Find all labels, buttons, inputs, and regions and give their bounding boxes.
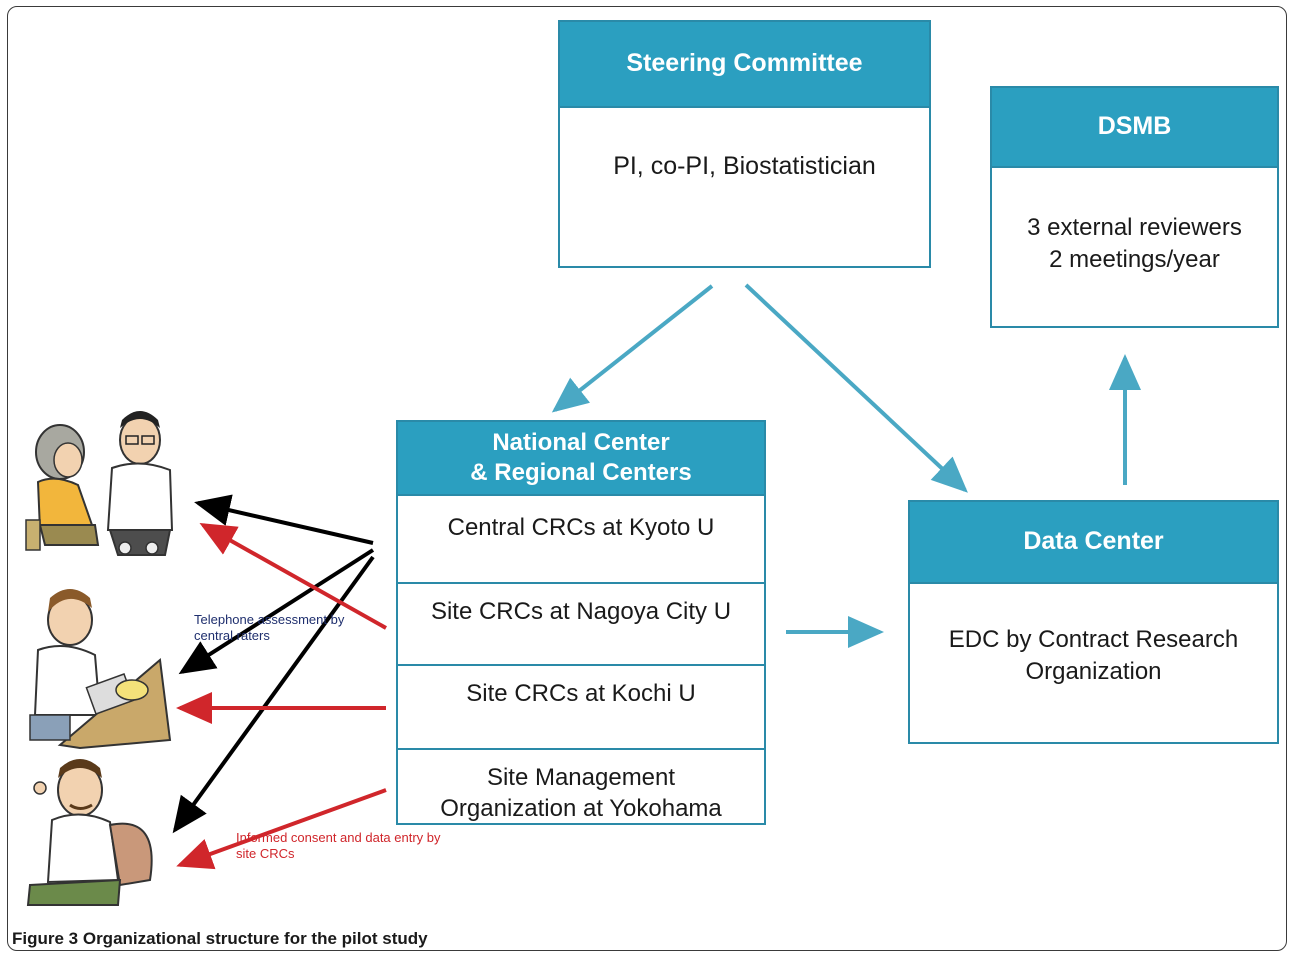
dsmb-box: DSMB 3 external reviewers 2 meetings/yea… <box>990 86 1279 328</box>
red-arrow-1 <box>199 523 387 630</box>
center-row-kyoto: Central CRCs at Kyoto U <box>447 514 715 541</box>
center-row-yokohama: Site Management Organization at Yokohama <box>398 748 764 825</box>
telephone-note-line1: Telephone assessment by <box>194 612 345 627</box>
dsmb-details: 3 external reviewers 2 meetings/year <box>992 168 1277 276</box>
center-row-yokohama-line1: Site Management <box>486 764 676 791</box>
patient-and-doctor-illustration <box>25 411 174 556</box>
nurse-telephone-illustration <box>29 589 172 750</box>
centers-title: National Center & Regional Centers <box>398 422 764 496</box>
data-center-title: Data Center <box>910 502 1277 584</box>
center-row-kochi: Site CRCs at Kochi U <box>398 664 764 748</box>
center-row-nagoya: Site CRCs at Nagoya City U <box>398 582 764 664</box>
data-center-details: EDC by Contract Research Organization <box>910 584 1277 688</box>
telephone-note-line2: central raters <box>194 627 270 643</box>
centers-title-line1: National Center <box>492 429 670 456</box>
center-row-yokohama-line2: Organization at Yokohama <box>440 795 722 823</box>
doctor-seated-illustration <box>26 759 153 906</box>
telephone-note: Telephone assessment by central raters <box>194 612 344 643</box>
arrow-steering-to-centers <box>551 284 714 413</box>
red-arrow-3 <box>176 788 387 870</box>
consent-note: Informed consent and data entry by site … <box>236 830 441 861</box>
steering-committee-members: PI, co-PI, Biostatistician <box>613 152 876 180</box>
dsmb-title: DSMB <box>992 88 1277 168</box>
consent-note-line2: site CRCs <box>236 845 295 861</box>
steering-committee-box: Steering Committee PI, co-PI, Biostatist… <box>558 20 931 268</box>
centers-title-line2: & Regional Centers <box>470 459 692 486</box>
dsmb-reviewers: 3 external reviewers <box>1027 214 1242 241</box>
figure-caption: Figure 3 Organizational structure for th… <box>12 929 428 948</box>
data-center-box: Data Center EDC by Contract Research Org… <box>908 500 1279 744</box>
teal-arrows <box>551 283 1141 648</box>
data-center-line1: EDC by Contract Research <box>948 626 1239 653</box>
data-center-line2: Organization <box>1025 657 1162 685</box>
centers-box: National Center & Regional Centers Centr… <box>396 420 766 825</box>
dsmb-meetings: 2 meetings/year <box>1049 245 1220 273</box>
black-arrow-3 <box>172 555 375 834</box>
red-arrows <box>176 523 387 870</box>
black-arrow-2 <box>178 548 375 675</box>
consent-note-line1: Informed consent and data entry by <box>236 830 441 845</box>
arrow-steering-to-datacenter <box>744 283 968 493</box>
steering-committee-title: Steering Committee <box>560 22 929 108</box>
black-arrow-1 <box>194 494 374 545</box>
black-arrows <box>172 494 375 834</box>
